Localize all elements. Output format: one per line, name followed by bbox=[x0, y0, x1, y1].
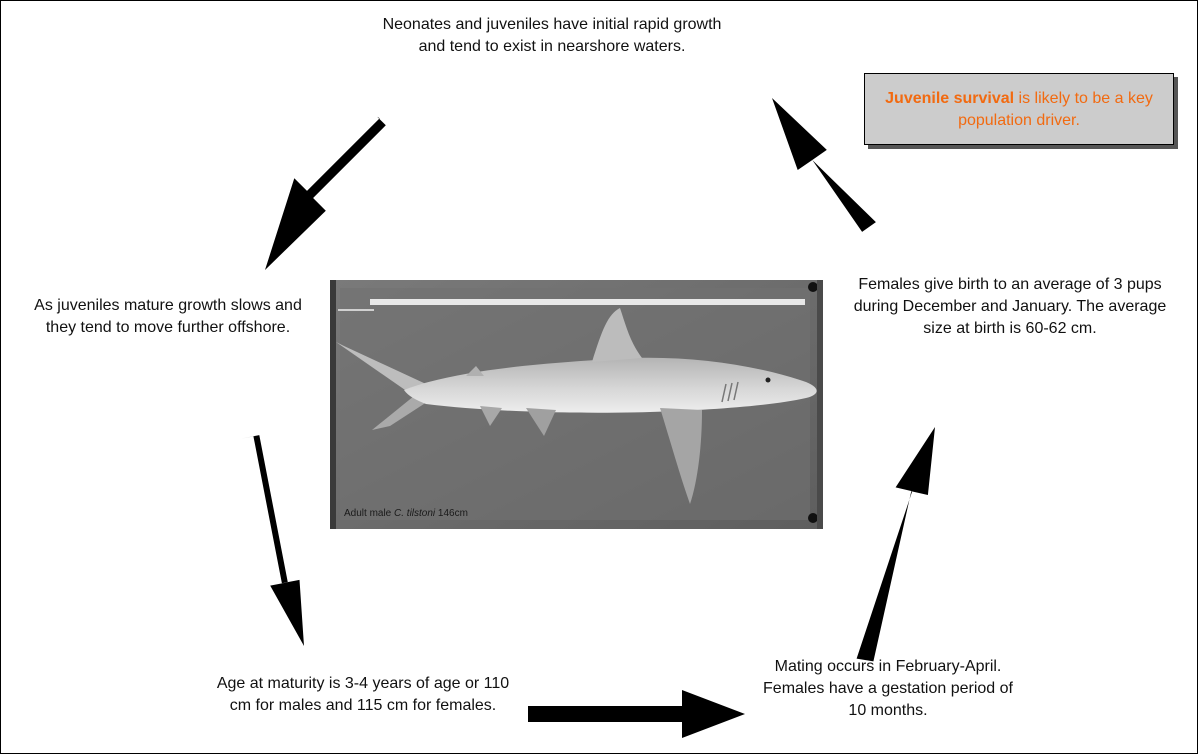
arrow-icon bbox=[772, 98, 876, 232]
arrow-icon bbox=[241, 435, 304, 646]
arrow-icon bbox=[857, 427, 935, 661]
arrow-icon bbox=[265, 117, 386, 270]
arrow-icon bbox=[528, 690, 745, 738]
